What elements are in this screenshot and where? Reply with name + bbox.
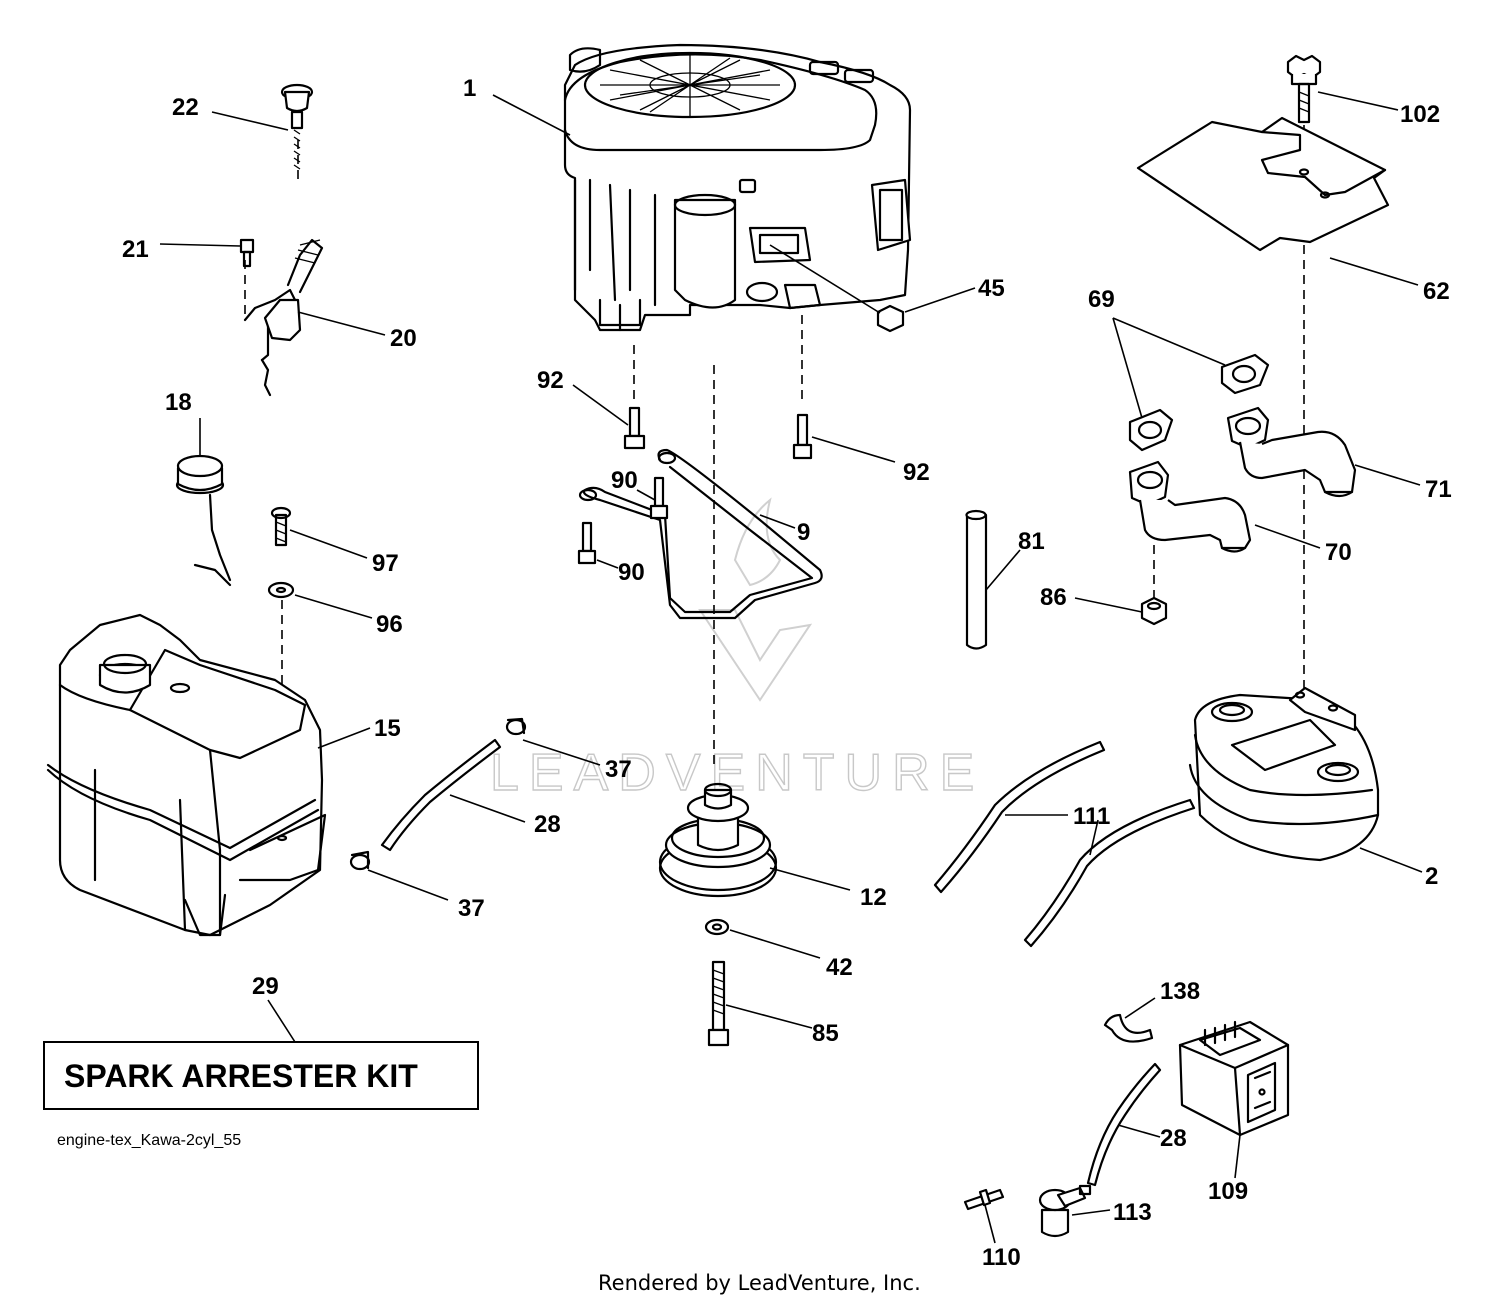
callout-90-b: 90 [618,559,645,586]
screw-97[interactable] [270,506,292,547]
callout-20: 20 [390,325,417,352]
fuel-filter-113[interactable] [1038,1184,1092,1238]
callout-81: 81 [1018,528,1045,555]
callout-96: 96 [376,611,403,638]
callout-1: 1 [463,75,476,102]
exhaust-pipe-70[interactable] [1128,460,1252,553]
knob-22[interactable] [280,83,314,170]
exhaust-pipe-71[interactable] [1226,406,1357,498]
callout-21: 21 [122,236,149,263]
bracket-9[interactable] [578,448,823,620]
callout-109: 109 [1208,1178,1248,1205]
callout-28-upper: 28 [534,811,561,838]
screw-21[interactable] [239,238,255,268]
callout-71: 71 [1425,476,1452,503]
fuel-hose-28-upper[interactable] [380,738,502,852]
callout-97: 97 [372,550,399,577]
bolt-92-right[interactable] [792,413,813,460]
callout-138: 138 [1160,978,1200,1005]
drawing-code: engine-tex_Kawa-2cyl_55 [57,1132,241,1149]
nut-86[interactable] [1140,596,1168,626]
fuel-tank-15[interactable] [46,613,327,937]
hose-111-upper[interactable] [933,740,1106,894]
callout-111: 111 [1073,803,1110,830]
hose-138[interactable] [1103,1013,1154,1043]
watermark-text: LEADVENTURE [490,744,984,802]
pulley-12[interactable] [658,782,778,898]
bolt-90-b[interactable] [577,521,597,565]
callout-92-right: 92 [903,459,930,486]
fuel-hose-28-lower[interactable] [1086,1062,1162,1187]
callout-18: 18 [165,389,192,416]
spark-arrester-kit-box: SPARK ARRESTER KIT [43,1041,479,1110]
gasket-69-b[interactable] [1220,353,1270,395]
washer-42[interactable] [704,918,730,936]
spark-arrester-kit-label: SPARK ARRESTER KIT [64,1058,418,1094]
callout-70: 70 [1325,539,1352,566]
throttle-control-20[interactable] [243,238,324,397]
callout-9: 9 [797,519,810,546]
callout-22: 22 [172,94,199,121]
credit-text: Rendered by LeadVenture, Inc. [598,1271,921,1295]
callout-12: 12 [860,884,887,911]
bolt-92-left[interactable] [623,406,646,450]
callout-113: 113 [1113,1199,1152,1226]
hose-111-lower[interactable] [1023,798,1196,948]
heat-shield-62[interactable] [1136,116,1390,252]
bolt-90-a[interactable] [649,476,669,520]
muffler-2[interactable] [1188,686,1380,862]
gasket-69-a[interactable] [1128,408,1174,452]
callout-90-a: 90 [611,467,638,494]
callout-92-left: 92 [537,367,564,394]
rod-81[interactable] [965,509,988,650]
callout-37-upper: 37 [605,756,632,783]
callout-102: 102 [1400,101,1440,128]
washer-96[interactable] [267,581,295,599]
callout-29: 29 [252,973,279,1000]
canister-109[interactable] [1178,1020,1290,1137]
callout-37-lower: 37 [458,895,485,922]
callout-85: 85 [812,1020,839,1047]
callout-28-lower: 28 [1160,1125,1187,1152]
callout-62: 62 [1423,278,1450,305]
knob-102[interactable] [1286,54,1322,124]
callout-2: 2 [1425,863,1438,890]
callout-42: 42 [826,954,853,981]
nut-45[interactable] [769,244,905,333]
callout-86: 86 [1040,584,1067,611]
callout-15: 15 [374,715,401,742]
fuel-cap-18[interactable] [175,454,232,587]
connector-110[interactable] [963,1188,1005,1211]
watermark: LEADVENTURE [489,497,984,803]
bolt-85[interactable] [707,960,730,1047]
callout-69: 69 [1088,286,1115,313]
callout-110: 110 [982,1244,1021,1271]
clamp-37-lower[interactable] [349,850,371,871]
engine[interactable] [563,43,912,332]
clamp-37-upper[interactable] [505,717,527,736]
callout-45: 45 [978,275,1005,302]
